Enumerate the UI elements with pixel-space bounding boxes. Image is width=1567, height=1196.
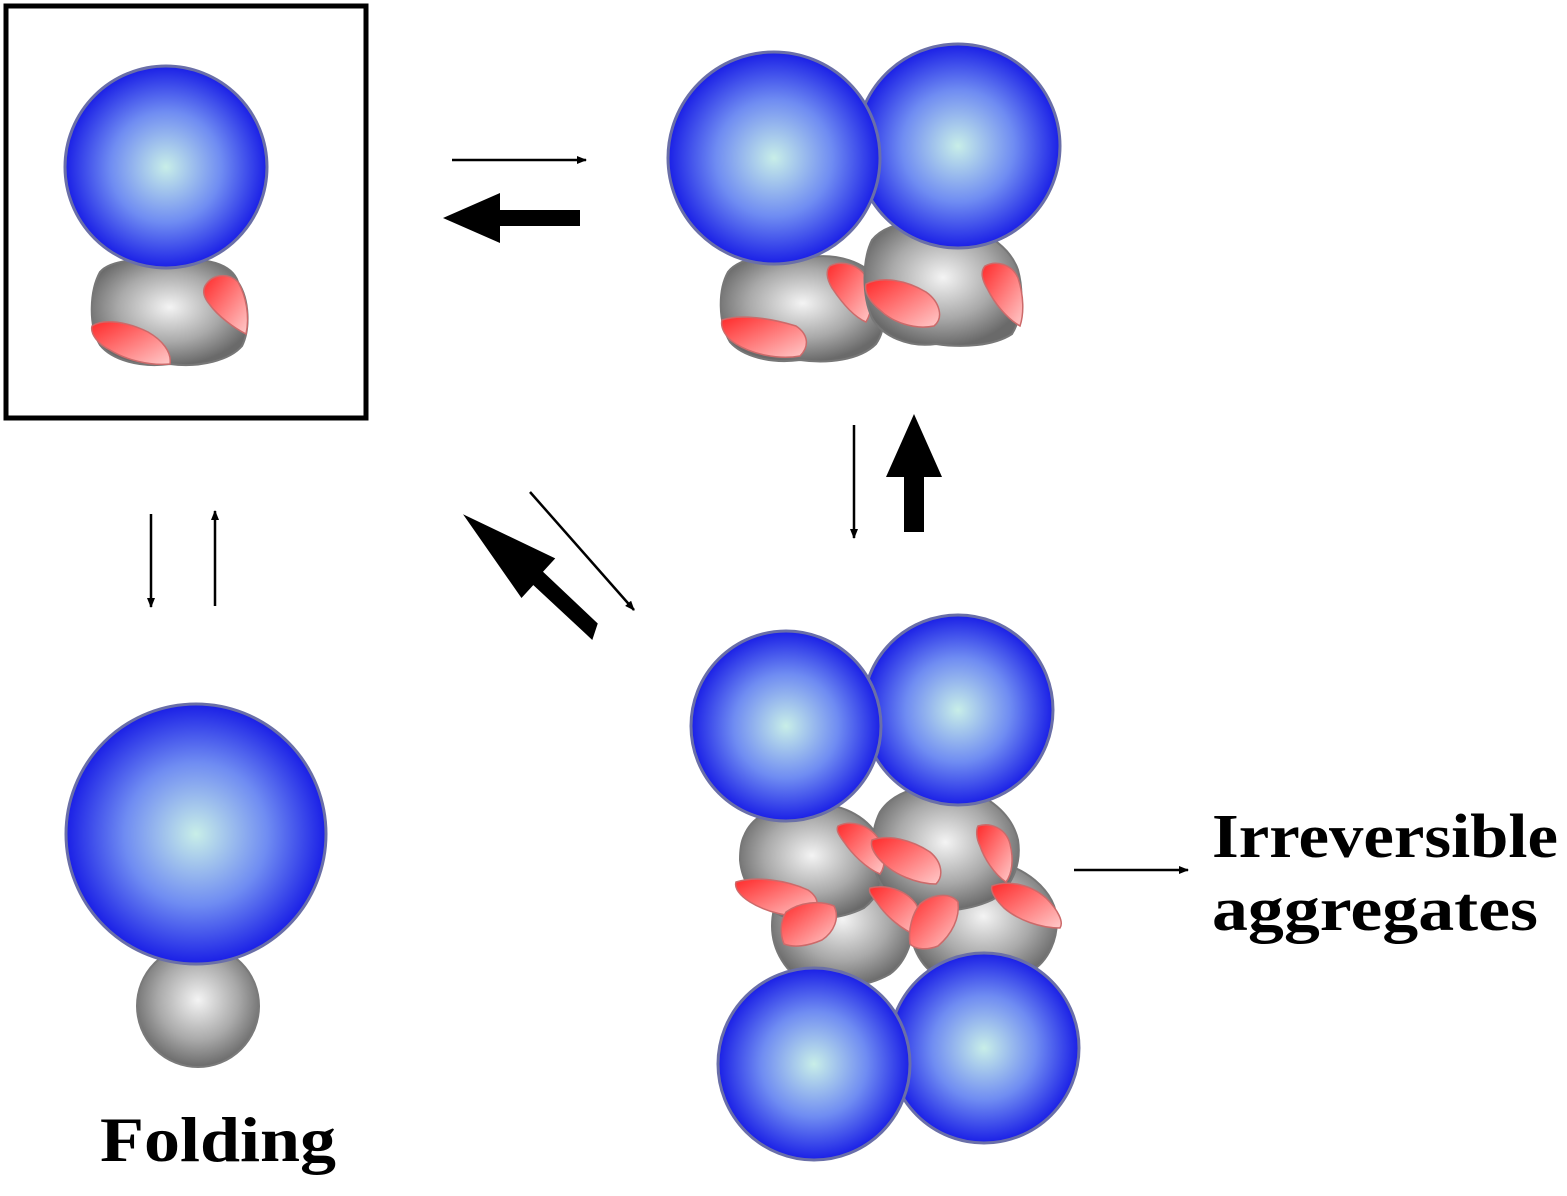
- arrow-diagonal-bold: [463, 514, 598, 640]
- irreversible-label-line2: aggregates: [1212, 876, 1538, 944]
- arrow-diagonal-thin: [529, 491, 635, 611]
- monomer-box: [3, 3, 369, 421]
- folding-label: Folding: [100, 1104, 336, 1175]
- dimer-icon: [666, 42, 1062, 363]
- boxed-monomer-icon: [63, 64, 269, 366]
- folded-protein-icon: [64, 702, 328, 1068]
- arrow-back-bold-top: [443, 193, 580, 243]
- tetramer-aggregate-icon: [689, 613, 1081, 1162]
- arrow-up-bold-right: [886, 414, 942, 532]
- irreversible-label-line1: Irreversible: [1212, 803, 1558, 871]
